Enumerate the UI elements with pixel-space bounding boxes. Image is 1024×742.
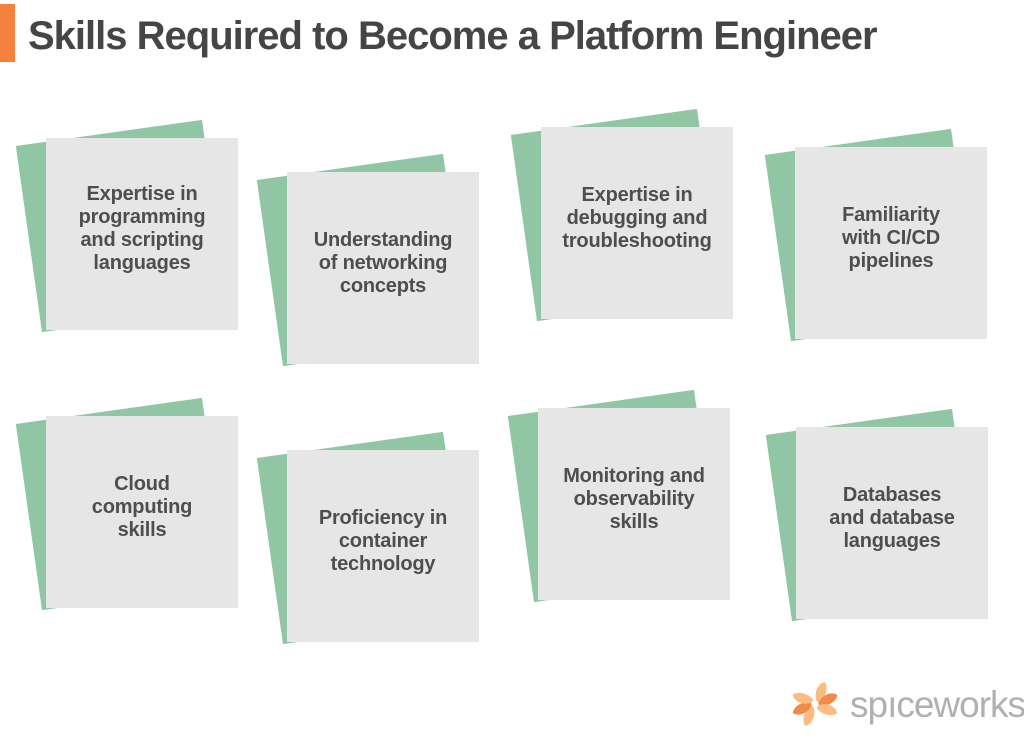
card-face: Expertise in debugging and troubleshooti… [541,127,733,319]
skill-label: Proficiency in container technology [318,506,448,575]
skill-card-cloud: Cloud computing skills [15,397,238,611]
card-face: Familiarity with CI/CD pipelines [795,147,987,339]
title-accent-bar [0,4,15,62]
skill-card-databases: Databases and database languages [765,408,988,622]
card-face: Expertise in programming and scripting l… [46,138,238,330]
card-face: Monitoring and observability skills [538,408,730,600]
skill-card-cicd: Familiarity with CI/CD pipelines [764,128,987,342]
card-face: Cloud computing skills [46,416,238,608]
skill-label: Understanding of networking concepts [313,228,453,297]
spiceworks-logo: spıceworks [788,674,1024,734]
card-face: Databases and database languages [796,427,988,619]
card-face: Proficiency in container technology [287,450,479,642]
card-face: Understanding of networking concepts [287,172,479,364]
skill-card-debugging: Expertise in debugging and troubleshooti… [510,108,733,322]
skill-label: Expertise in programming and scripting l… [78,183,206,274]
skill-label: Familiarity with CI/CD pipelines [842,203,940,272]
skill-label: Databases and database languages [829,483,955,552]
spiceworks-wordmark: spıceworks [850,683,1024,725]
skill-label: Expertise in debugging and troubleshooti… [562,183,712,252]
skill-label: Cloud computing skills [91,472,193,541]
skill-card-containers: Proficiency in container technology [256,431,479,645]
skill-card-monitoring: Monitoring and observability skills [507,389,730,603]
skill-label: Monitoring and observability skills [563,464,705,533]
skill-card-networking: Understanding of networking concepts [256,153,479,367]
page-title: Skills Required to Become a Platform Eng… [28,14,878,58]
skill-card-programming: Expertise in programming and scripting l… [15,119,238,333]
spiceworks-pinwheel-icon [792,681,838,727]
